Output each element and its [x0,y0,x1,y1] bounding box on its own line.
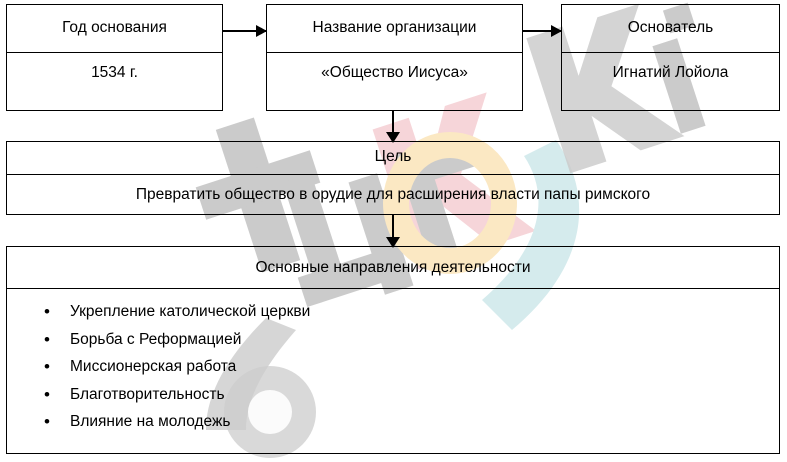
list-item: Миссионерская работа [22,353,622,381]
activities-list: Укрепление католической церкви Борьба с … [22,298,622,436]
list-item: Укрепление католической церкви [22,298,622,326]
box-organization-name-divider [266,52,523,54]
list-item: Борьба с Реформацией [22,326,622,354]
box-activities-divider [6,288,780,290]
box-founder-header: Основатель [627,18,714,36]
arrow-goal-to-activities-icon [392,215,394,246]
box-goal-value: Превратить общество в орудие для расшире… [135,185,651,203]
box-founder-value: Игнатий Лойола [612,63,729,81]
box-organization-name-value: «Общество Иисуса» [321,63,468,81]
box-activities-header: Основные направления деятельности [255,258,531,276]
box-founding-year-header: Год основания [62,18,167,36]
list-item: Влияние на молодежь [22,408,622,436]
arrow-founded-to-name-icon [223,30,266,32]
box-founding-year-divider [6,52,223,54]
box-founding-year [6,4,223,111]
arrow-name-to-founder-icon [523,30,561,32]
list-item: Благотворительность [22,381,622,409]
box-organization-name-header: Название организации [312,18,477,36]
box-founding-year-value: 1534 г. [91,63,138,81]
arrow-name-to-goal-icon [392,111,394,141]
box-goal-header: Цель [374,148,412,166]
